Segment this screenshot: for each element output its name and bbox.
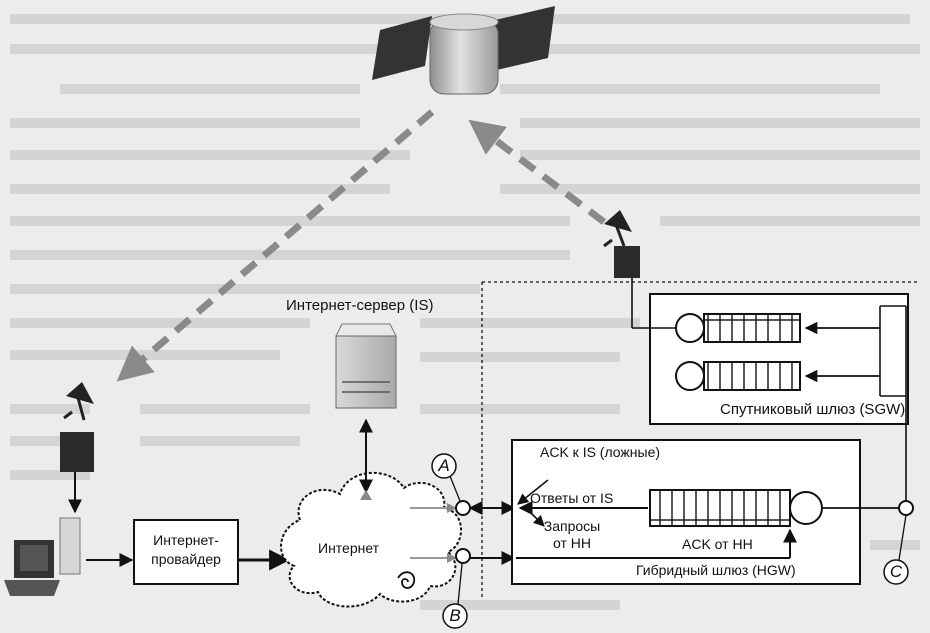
requests-from-hh-label-2: от НН [552,535,592,551]
satellite-icon [372,6,555,95]
satellite-links [116,109,607,382]
dish-antenna-icon [603,210,640,278]
observation-point-c [898,500,914,516]
point-c-callout [883,559,909,585]
ack-to-is-label: ACK к IS (ложные) [540,444,661,460]
grey-triangle [360,490,372,500]
replies-from-is-label: Ответы от IS [530,490,614,506]
satellite-gateway-label: Спутниковый шлюз (SGW) [720,401,906,418]
gateway-region-boundary [481,281,920,600]
internet-label: Интернет [318,540,380,556]
requests-arrow [529,511,545,527]
sgw-server-1 [675,313,705,343]
point-a-callout [431,453,457,479]
hybrid-gateway-label: Гибридный шлюз (HGW) [636,562,796,578]
point-a-letter: A [438,456,450,475]
internet-server-label: Интернет-сервер (IS) [286,297,434,314]
isp-label-2: провайдер [151,551,221,567]
cloud-icon [280,472,462,608]
dish-antenna-icon [60,382,94,472]
point-b-letter: B [449,606,461,625]
hgw-server [789,491,823,525]
curl-icon [397,571,416,589]
sgw-queue-2 [703,361,801,391]
sgw-server-2 [675,361,705,391]
observation-point-b [455,548,471,564]
requests-from-hh-label-1: Запросы [543,518,601,534]
server-icon [335,323,397,409]
fake-ack-arrow [517,479,549,505]
computer-icon [4,517,81,596]
ack-from-hh-label: ACK от НН [682,536,753,552]
isp-box [133,519,239,585]
isp-label-1: Интернет- [153,532,219,548]
point-b-callout [442,603,468,629]
point-c-letter: C [889,562,903,581]
hgw-queue [649,489,791,527]
sgw-queue-1 [703,313,801,343]
observation-point-a [455,500,471,516]
